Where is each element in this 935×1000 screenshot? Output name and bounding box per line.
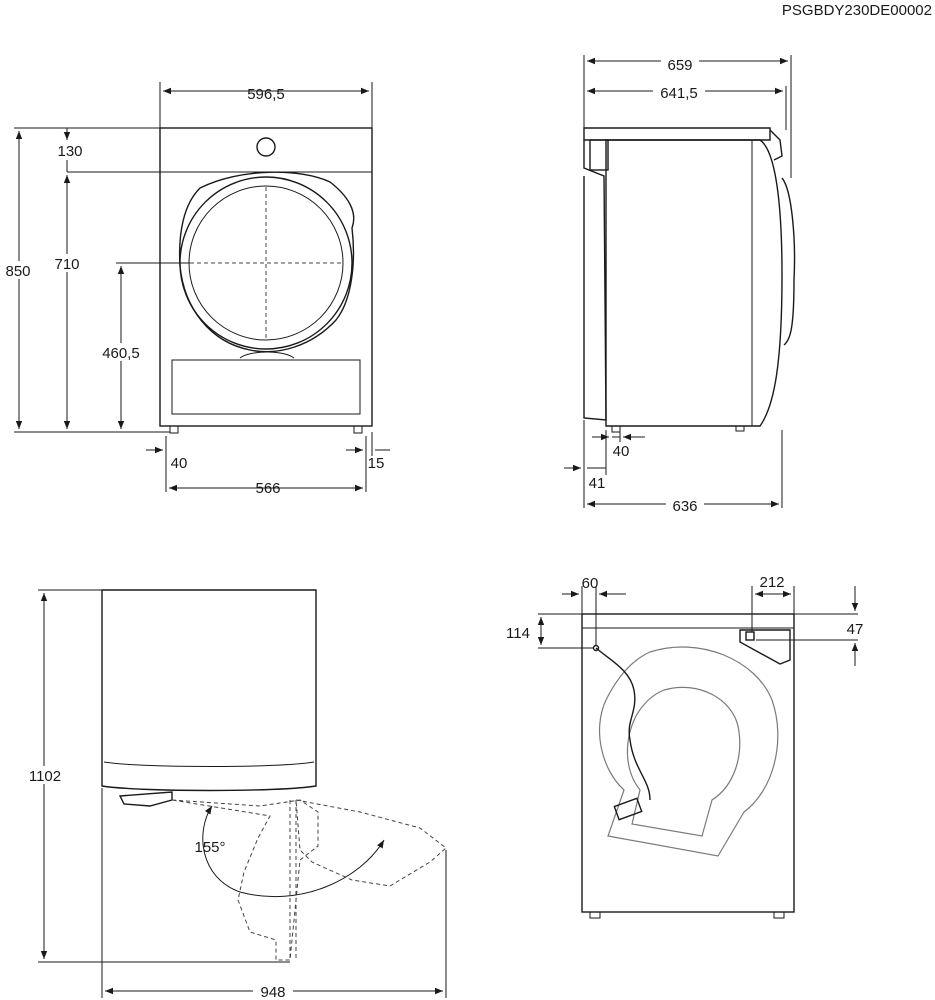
- top-view-hinge: [118, 791, 173, 807]
- power-cable: [595, 647, 651, 801]
- top-view-body: [101, 589, 317, 792]
- side-depth-door-label: 641,5: [660, 85, 698, 102]
- side-top: [583, 127, 771, 141]
- side-depth-body-label: 636: [672, 498, 697, 515]
- rear-drum-outline: [599, 646, 779, 857]
- side-view: 659 641,5 40 41 636: [564, 55, 796, 515]
- door-handle: [239, 351, 295, 359]
- door-top-label: 710: [54, 256, 79, 273]
- foot-span-label: 566: [255, 480, 280, 497]
- door-center-label: 460,5: [102, 345, 140, 362]
- rear-foot-left: [589, 911, 601, 919]
- inlet-height-label: 47: [847, 621, 864, 638]
- side-knob: [769, 129, 783, 161]
- program-knob: [256, 137, 276, 157]
- front-body-outline: [159, 127, 373, 427]
- door-swing-view: 155° 1102 948: [22, 589, 447, 1000]
- water-outlet-housing: [739, 629, 791, 665]
- front-foot-right: [353, 425, 363, 434]
- document-code: PSGBDY230DE00002: [782, 2, 932, 19]
- door-swing-depth-label: 948: [260, 984, 285, 1000]
- side-foot-offset-label: 40: [613, 443, 630, 460]
- side-depth-total-label: 659: [667, 57, 692, 74]
- front-view: 596,5 850 130 710 460,5 40 15 566: [2, 82, 390, 497]
- rear-drum-inner: [626, 686, 741, 837]
- inlet-offset-label: 212: [759, 574, 784, 591]
- door-swing-height-label: 1102: [29, 768, 61, 785]
- side-door-profile: [781, 177, 796, 346]
- top-view-front-line: [103, 761, 315, 767]
- power-plug: [613, 797, 643, 821]
- water-outlet: [745, 631, 755, 641]
- side-vent: [589, 139, 609, 171]
- cable-offset-label: 60: [582, 575, 599, 592]
- rear-view: 60 114 212 47: [502, 574, 864, 919]
- side-foot-front: [735, 425, 745, 432]
- door-open-outline-a: [171, 799, 319, 961]
- side-foot-back: [611, 425, 621, 433]
- rear-foot-right: [773, 911, 785, 919]
- side-back-offset-label: 41: [589, 475, 606, 492]
- front-foot-left: [169, 425, 179, 434]
- front-height-label: 850: [5, 263, 30, 280]
- rear-body-outline: [581, 613, 795, 913]
- side-back-profile: [583, 140, 607, 421]
- foot-right-label: 15: [368, 455, 385, 472]
- filter-panel: [171, 359, 361, 415]
- top-panel-label: 130: [57, 143, 82, 160]
- foot-left-label: 40: [171, 455, 188, 472]
- door-angle-label: 155°: [194, 839, 225, 856]
- front-width-label: 596,5: [247, 86, 285, 103]
- cable-height-label: 114: [506, 625, 530, 642]
- side-body: [605, 139, 783, 427]
- door-open-outline-b: [295, 799, 447, 887]
